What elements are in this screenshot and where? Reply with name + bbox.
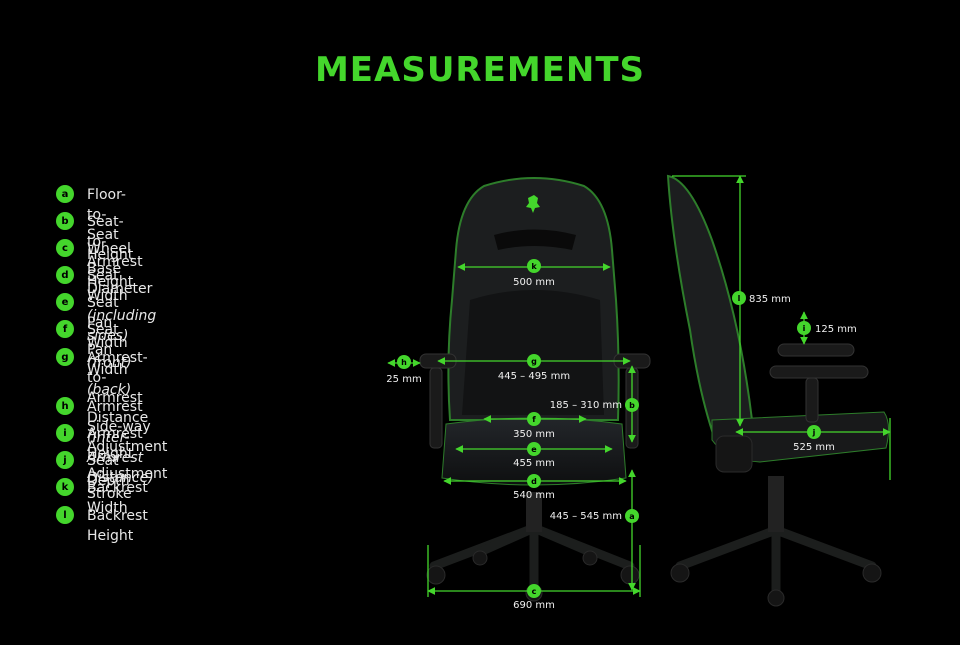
side-armrest	[769, 343, 869, 423]
badge-b	[625, 398, 639, 412]
legend-badge: c	[56, 239, 74, 257]
legend-item: h Armrest Side-way Adjustment	[56, 397, 167, 457]
legend-item: e Seat Pan Width (front)	[56, 293, 132, 373]
legend-item: l Backrest Height	[56, 506, 148, 546]
front-view-chair	[419, 177, 651, 602]
badge-f	[527, 412, 541, 426]
label-i: 125 mm	[815, 324, 857, 335]
razer-logo	[526, 195, 540, 213]
badge-e	[527, 442, 541, 456]
label-k: 500 mm	[513, 277, 555, 288]
legend-text: Floor-to-Seat Height	[87, 187, 134, 263]
legend-text: Wheel Base Diameter	[87, 241, 153, 297]
chair-base	[429, 523, 635, 593]
legend-item: d Seat Width (including sides)	[56, 266, 156, 346]
label-j: 525 mm	[793, 442, 835, 453]
page-title: MEASUREMENTS	[314, 50, 646, 90]
badge-f-letter: f	[532, 415, 536, 424]
legend-badge: f	[56, 320, 74, 338]
label-a: 445 – 545 mm	[550, 511, 622, 522]
badge-h	[397, 355, 411, 369]
badge-b-letter: b	[629, 401, 635, 410]
side-base	[675, 525, 877, 599]
badge-k	[527, 259, 541, 273]
label-c: 690 mm	[513, 600, 555, 611]
legend-item: i Armrest Height Adjustment Stroke	[56, 424, 167, 504]
badge-j-letter: j	[812, 428, 816, 437]
legend-text: Armrest Height Adjustment Stroke	[87, 426, 168, 502]
badge-g	[527, 354, 541, 368]
label-b: 185 – 310 mm	[550, 400, 622, 411]
legend-item: c Wheel Base Diameter	[56, 239, 152, 299]
legend-badge: b	[56, 212, 74, 230]
legend-item: b Seat-to-Armrest Height	[56, 212, 143, 292]
legend-item: k Backrest Width	[56, 478, 148, 518]
badge-g-letter: g	[531, 357, 537, 366]
legend-text: Armrest-to-Armrest Distance(Inter-Armres…	[87, 350, 154, 486]
badge-i	[797, 321, 811, 335]
gas-lift	[526, 492, 542, 532]
legend-badge: h	[56, 397, 74, 415]
legend-text: Seat Width (including sides)	[87, 268, 157, 344]
legend-item: f Seat Pan Width (back)	[56, 320, 131, 400]
badge-a	[625, 509, 639, 523]
legend-badge: g	[56, 348, 74, 366]
badge-c-letter: c	[532, 587, 537, 596]
recline-knob	[715, 435, 753, 473]
label-f: 350 mm	[513, 429, 555, 440]
legend-item: a Floor-to-Seat Height	[56, 185, 133, 265]
badge-e-letter: e	[531, 445, 537, 454]
legend-text: Seat Pan Width (front)	[87, 295, 132, 371]
legend-text: Seat Pan Width (back)	[87, 322, 132, 398]
label-d: 540 mm	[513, 490, 555, 501]
badge-l-letter: l	[738, 294, 741, 303]
legend-badge: l	[56, 506, 74, 524]
side-view-chair	[666, 174, 890, 607]
headrest-slot	[494, 229, 576, 250]
dimension-labels: k 500 mm g 445 – 495 mm h 25 mm f 350 mm…	[386, 259, 857, 611]
badge-d-letter: d	[531, 477, 537, 486]
backrest-cushion	[462, 290, 604, 415]
badge-i-letter: i	[803, 324, 806, 333]
legend-badge: k	[56, 478, 74, 496]
legend-badge: j	[56, 451, 74, 469]
legend-badge: e	[56, 293, 74, 311]
label-g: 445 – 495 mm	[498, 371, 570, 382]
badge-d	[527, 474, 541, 488]
badge-l	[732, 291, 746, 305]
legend-text: Backrest Height	[87, 508, 148, 544]
legend-text: Seat Depth	[87, 453, 130, 489]
badge-c	[527, 584, 541, 598]
badge-a-letter: a	[629, 512, 634, 521]
side-gas-lift	[768, 476, 784, 532]
legend-text: Backrest Width	[87, 480, 148, 516]
side-backrest	[666, 174, 762, 450]
label-e: 455 mm	[513, 458, 555, 469]
legend-badge: d	[56, 266, 74, 284]
badge-k-letter: k	[531, 262, 537, 271]
legend-badge: a	[56, 185, 74, 203]
badge-h-letter: h	[401, 358, 407, 367]
legend-text: Armrest Side-way Adjustment	[87, 399, 168, 455]
legend-badge: i	[56, 424, 74, 442]
side-caster-wheels	[670, 563, 882, 607]
legend-text: Seat-to-Armrest Height	[87, 214, 143, 290]
badge-j	[807, 425, 821, 439]
legend-item: g Armrest-to-Armrest Distance(Inter-Armr…	[56, 348, 154, 488]
legend-item: j Seat Depth	[56, 451, 130, 491]
label-h: 25 mm	[386, 374, 421, 385]
label-l: 835 mm	[749, 294, 791, 305]
